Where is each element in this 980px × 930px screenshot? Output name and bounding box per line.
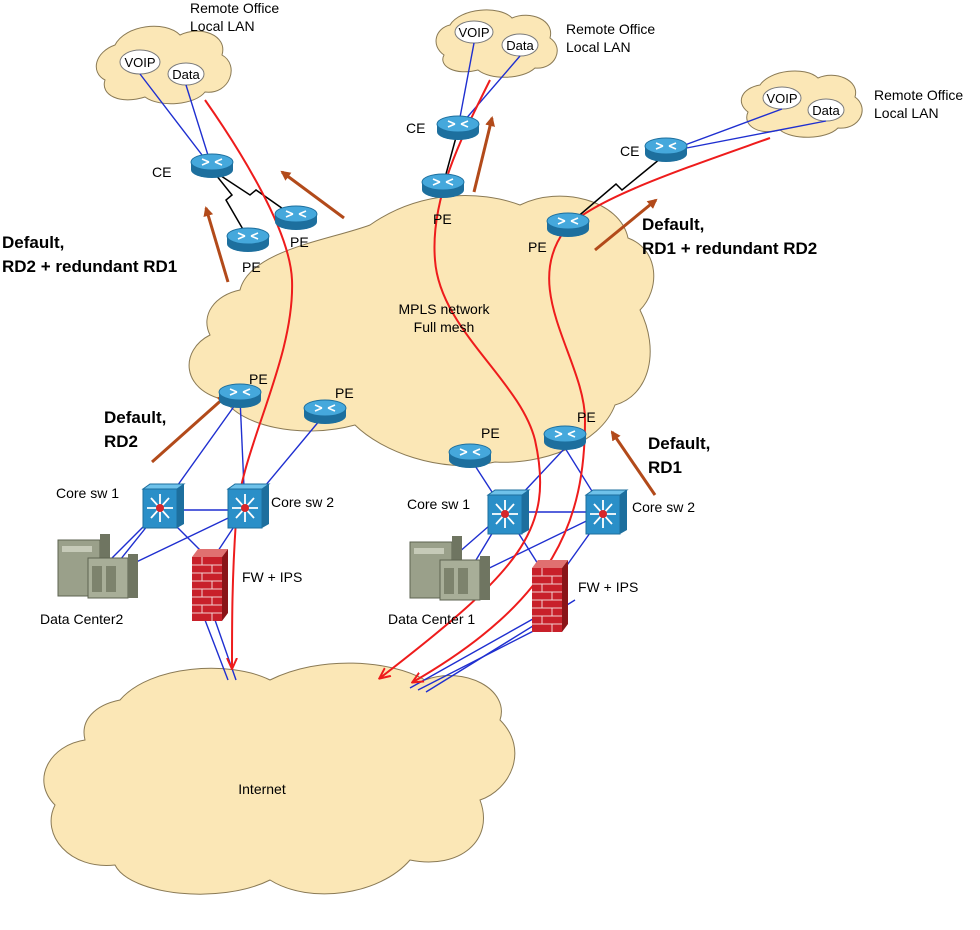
pe-label: PE: [481, 425, 500, 441]
routing-annotation: Default,: [104, 408, 166, 427]
pe-router-icon: [274, 205, 318, 231]
pe-router-icon: [218, 383, 262, 409]
internet-cloud: [43, 662, 516, 895]
pe-router-icon: [421, 173, 465, 199]
data-center-label: Data Center 1: [388, 611, 475, 627]
core-switch-label: Core sw 1: [56, 485, 119, 501]
voip-bubble: VOIP: [119, 49, 161, 75]
routing-annotation: Default,: [2, 233, 64, 252]
server-icon: [409, 535, 491, 601]
remote-office-label: Remote Office: [190, 0, 279, 16]
svg-text:VOIP: VOIP: [458, 25, 489, 40]
routing-annotation: RD2: [104, 432, 138, 451]
svg-text:Data: Data: [506, 38, 534, 53]
pe-label: PE: [242, 259, 261, 275]
pe-label: PE: [335, 385, 354, 401]
pe-router-icon: [448, 443, 492, 469]
core-switch-label: Core sw 2: [271, 494, 334, 510]
internet-label: Internet: [238, 781, 286, 797]
pe-router-icon: [543, 425, 587, 451]
ce-label: CE: [406, 120, 425, 136]
voip-bubble: VOIP: [762, 86, 802, 110]
svg-text:VOIP: VOIP: [124, 55, 155, 70]
routing-annotation: RD1 + redundant RD2: [642, 239, 817, 258]
pe-label: PE: [433, 211, 452, 227]
ce-router-icon: [436, 115, 480, 141]
pe-router-icon: [226, 227, 270, 253]
pe-label: PE: [577, 409, 596, 425]
data-bubble: Data: [167, 62, 205, 86]
remote-office-label: Remote Office: [566, 21, 655, 37]
layer3-switch-icon: [227, 483, 270, 529]
core-switch-label: Core sw 1: [407, 496, 470, 512]
firewall-label: FW + IPS: [242, 569, 302, 585]
remote-office-sublabel: Local LAN: [190, 18, 255, 34]
pe-router-icon: [303, 399, 347, 425]
svg-text:Data: Data: [172, 67, 200, 82]
svg-text:VOIP: VOIP: [766, 91, 797, 106]
firewall-icon: [191, 548, 229, 622]
svg-text:Data: Data: [812, 103, 840, 118]
pe-label: PE: [249, 371, 268, 387]
core-switch-label: Core sw 2: [632, 499, 695, 515]
firewall-label: FW + IPS: [578, 579, 638, 595]
mpls-label: MPLS network: [398, 301, 490, 317]
routing-annotation: Default,: [642, 215, 704, 234]
ce-router-icon: [190, 153, 234, 179]
pe-router-icon: [546, 212, 590, 238]
pe-label: PE: [290, 234, 309, 250]
mpls-sublabel: Full mesh: [414, 319, 475, 335]
data-bubble: Data: [501, 33, 539, 57]
layer3-switch-icon: [585, 489, 628, 535]
voip-bubble: VOIP: [454, 20, 494, 44]
pe-label: PE: [528, 239, 547, 255]
remote-office-label: Remote Office: [874, 87, 963, 103]
ce-label: CE: [152, 164, 171, 180]
firewall-icon: [531, 559, 569, 633]
remote-office-sublabel: Local LAN: [874, 105, 939, 121]
ce-label: CE: [620, 143, 639, 159]
remote-office-cloud-2: [435, 9, 558, 78]
routing-annotation: RD2 + redundant RD1: [2, 257, 177, 276]
remote-office-cloud-3: [740, 70, 863, 138]
route-arrows: [151, 116, 658, 496]
remote-office-cloud-1: [95, 25, 232, 105]
routing-annotation: Default,: [648, 434, 710, 453]
data-center-label: Data Center2: [40, 611, 123, 627]
layer3-switch-icon: [487, 489, 530, 535]
data-bubble: Data: [807, 98, 845, 122]
ce-router-icon: [644, 137, 688, 163]
remote-office-sublabel: Local LAN: [566, 39, 631, 55]
layer3-switch-icon: [142, 483, 185, 529]
routing-annotation: RD1: [648, 458, 682, 477]
